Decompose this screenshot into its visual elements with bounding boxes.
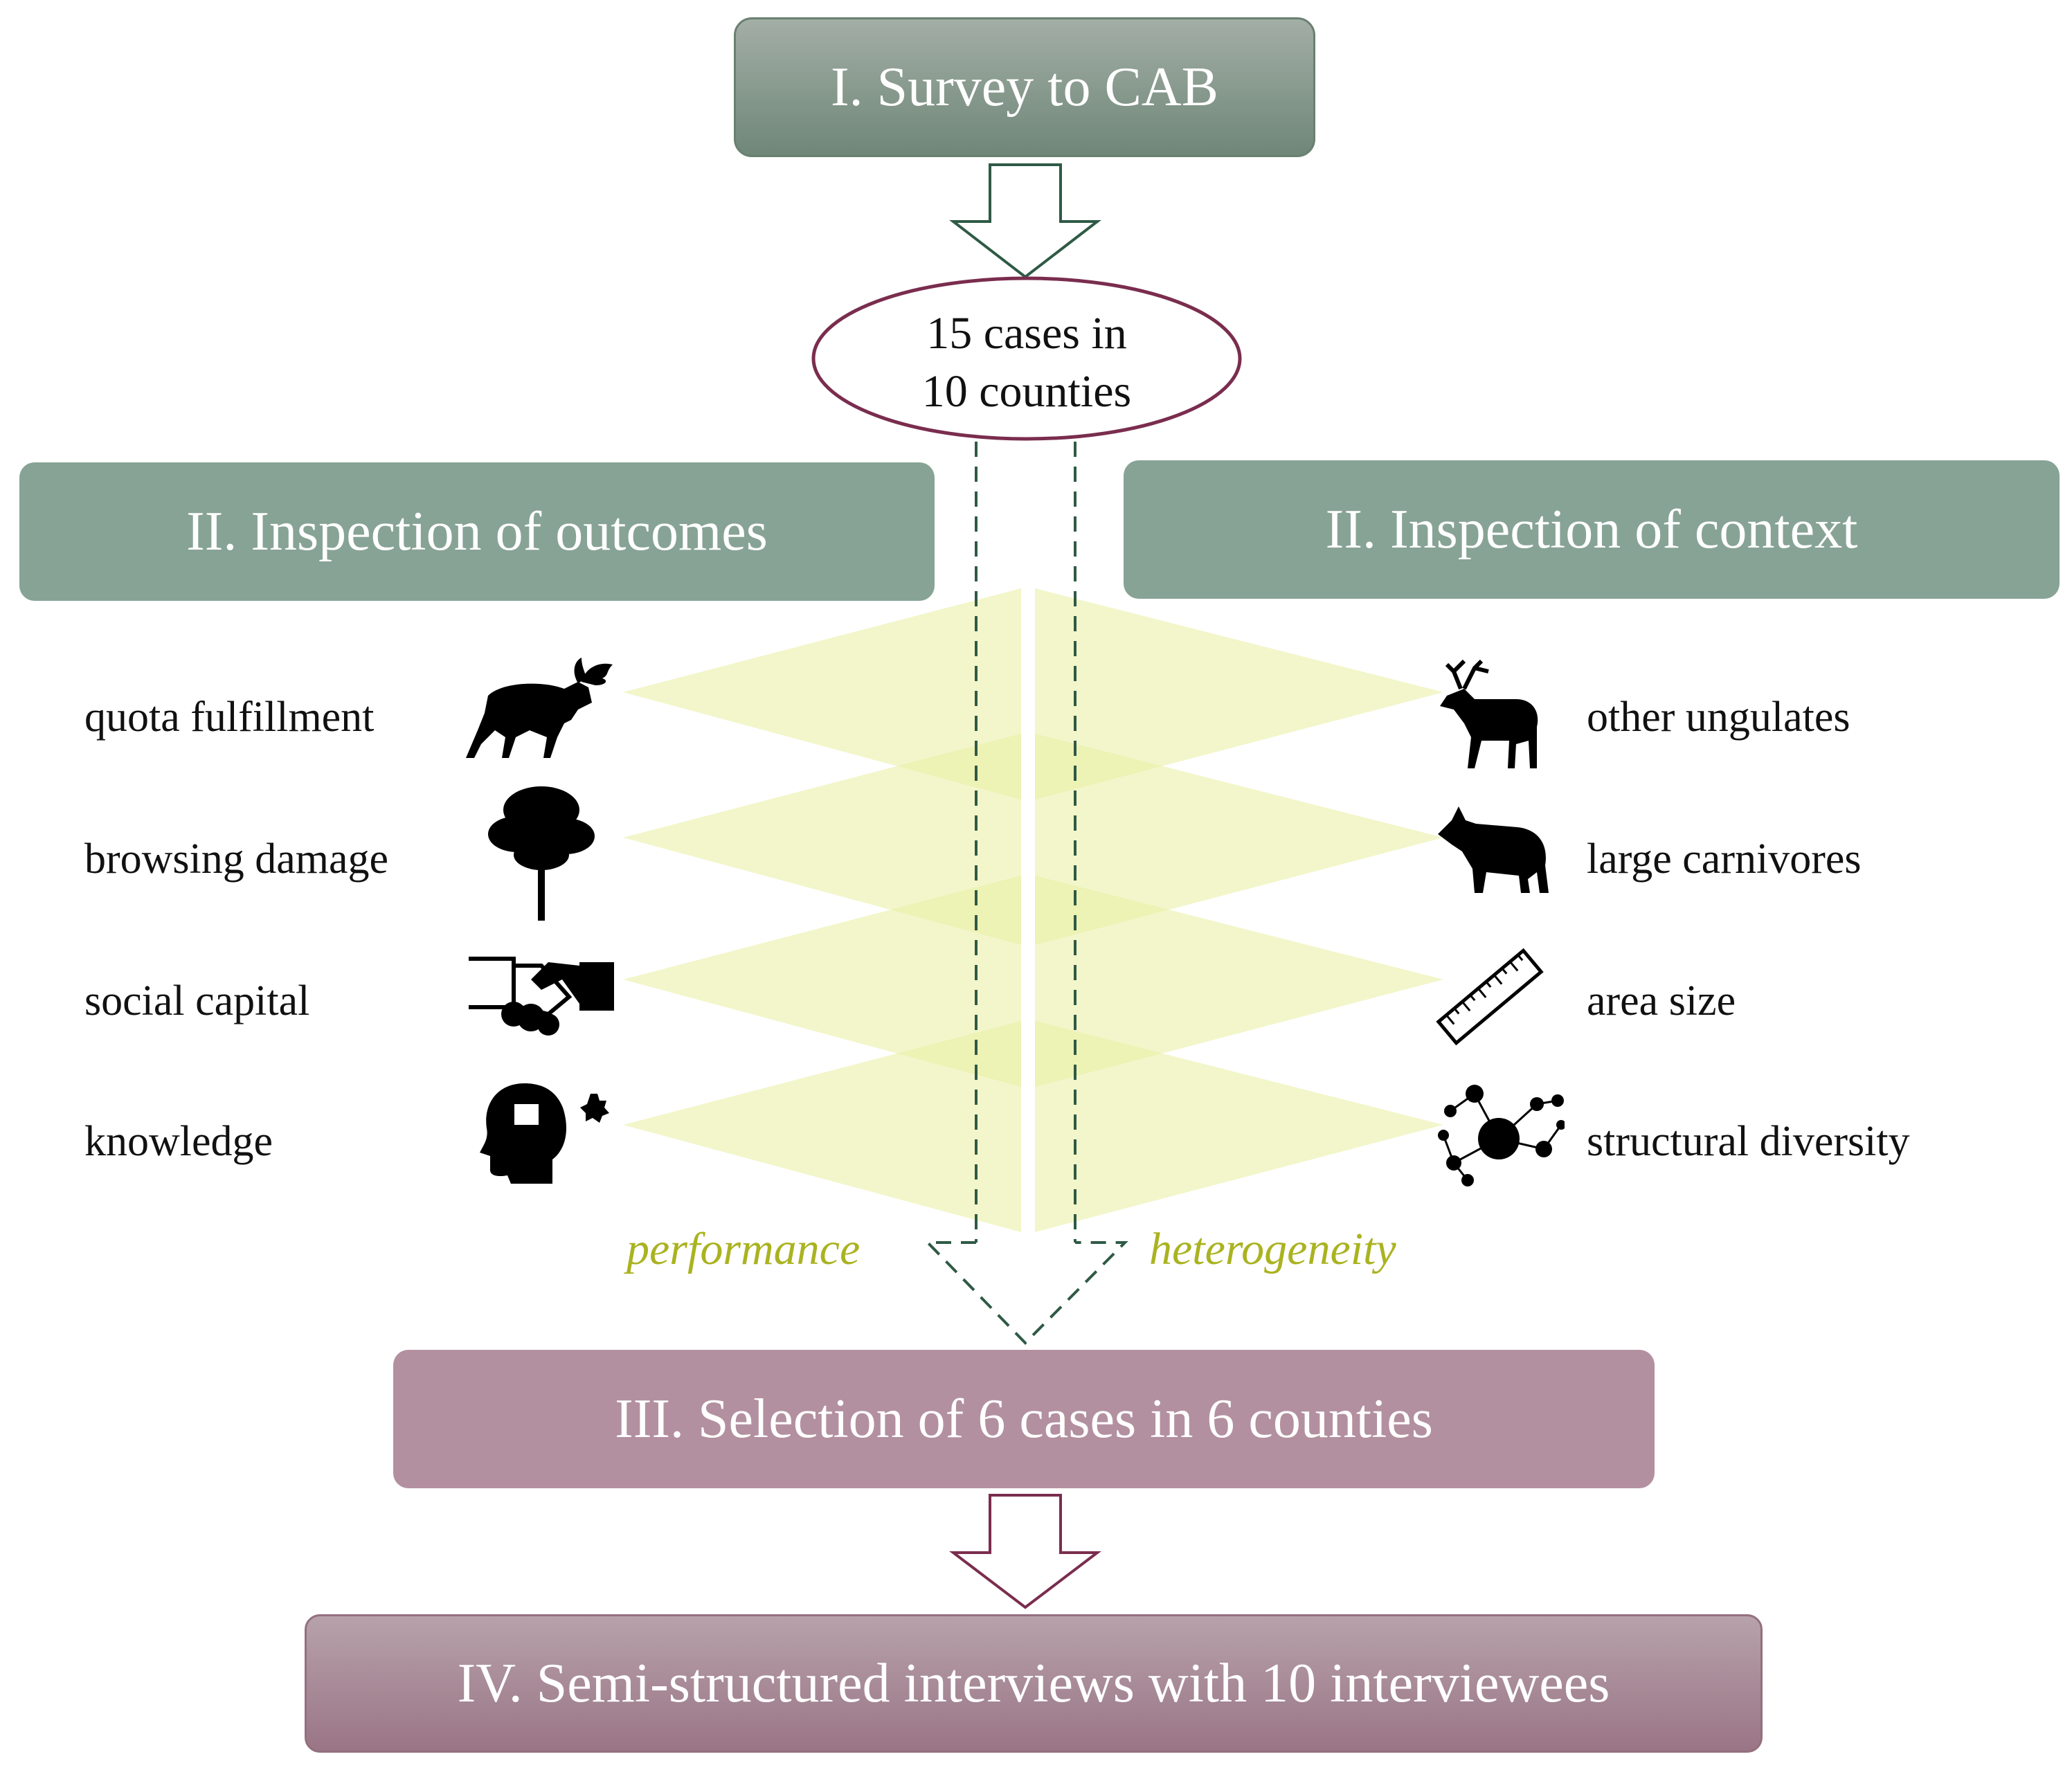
interviews-label: IV. Semi-structured interviews with 10 i… bbox=[457, 1652, 1610, 1714]
funnel-knowledge bbox=[623, 1021, 1021, 1232]
outcome-label-knowledge: knowledge bbox=[84, 1118, 273, 1165]
network-icon bbox=[1438, 1085, 1565, 1186]
dashed-arrow bbox=[924, 442, 1128, 1345]
outcome-label-social: social capital bbox=[84, 977, 310, 1024]
cases-line-2: 10 counties bbox=[921, 366, 1132, 417]
outcomes-box: II. Inspection of outcomes bbox=[19, 462, 935, 601]
funnel-ungulates bbox=[1035, 588, 1443, 800]
outcomes-title: II. Inspection of outcomes bbox=[186, 500, 768, 562]
funnel-social bbox=[623, 876, 1021, 1087]
arrow-down-2 bbox=[949, 1494, 1101, 1609]
funnel-quota bbox=[623, 588, 1021, 800]
arrow-down-1 bbox=[949, 163, 1101, 279]
context-label-ungulates: other ungulates bbox=[1587, 694, 1850, 741]
criteria-performance: performance bbox=[627, 1224, 861, 1274]
context-label-area: area size bbox=[1587, 977, 1736, 1024]
selection-box: III. Selection of 6 cases in 6 counties bbox=[393, 1350, 1655, 1488]
criteria-heterogeneity: heterogeneity bbox=[1149, 1224, 1396, 1274]
context-box: II. Inspection of context bbox=[1124, 460, 2060, 599]
context-label-carnivores: large carnivores bbox=[1587, 836, 1862, 883]
cases-text: 15 cases in 10 counties bbox=[831, 305, 1223, 421]
survey-label: I. Survey to CAB bbox=[831, 56, 1218, 118]
cases-ellipse bbox=[811, 276, 1242, 441]
context-funnels bbox=[1035, 588, 1443, 1232]
funnel-browsing bbox=[623, 734, 1021, 945]
context-label-diversity: structural diversity bbox=[1587, 1118, 1910, 1165]
tree-icon bbox=[488, 786, 595, 921]
outcome-label-quota: quota fulfillment bbox=[84, 694, 375, 741]
cases-line-1: 15 cases in bbox=[926, 308, 1127, 359]
survey-box: I. Survey to CAB bbox=[734, 17, 1315, 157]
funnel-area bbox=[1035, 876, 1443, 1087]
context-title: II. Inspection of context bbox=[1325, 498, 1858, 560]
funnel-carnivores bbox=[1035, 734, 1443, 945]
ruler-icon bbox=[1436, 948, 1544, 1046]
deer-icon bbox=[1440, 659, 1538, 768]
outcome-funnels bbox=[623, 588, 1021, 1232]
funnel-diversity bbox=[1035, 1021, 1443, 1232]
wolf-icon bbox=[1438, 806, 1549, 893]
handshake-icon bbox=[469, 957, 614, 1036]
head-puzzle-icon bbox=[480, 1083, 609, 1184]
moose-icon bbox=[466, 658, 613, 758]
interviews-box: IV. Semi-structured interviews with 10 i… bbox=[305, 1614, 1763, 1753]
selection-label: III. Selection of 6 cases in 6 counties bbox=[615, 1388, 1433, 1450]
outcome-label-browsing: browsing damage bbox=[84, 836, 389, 883]
